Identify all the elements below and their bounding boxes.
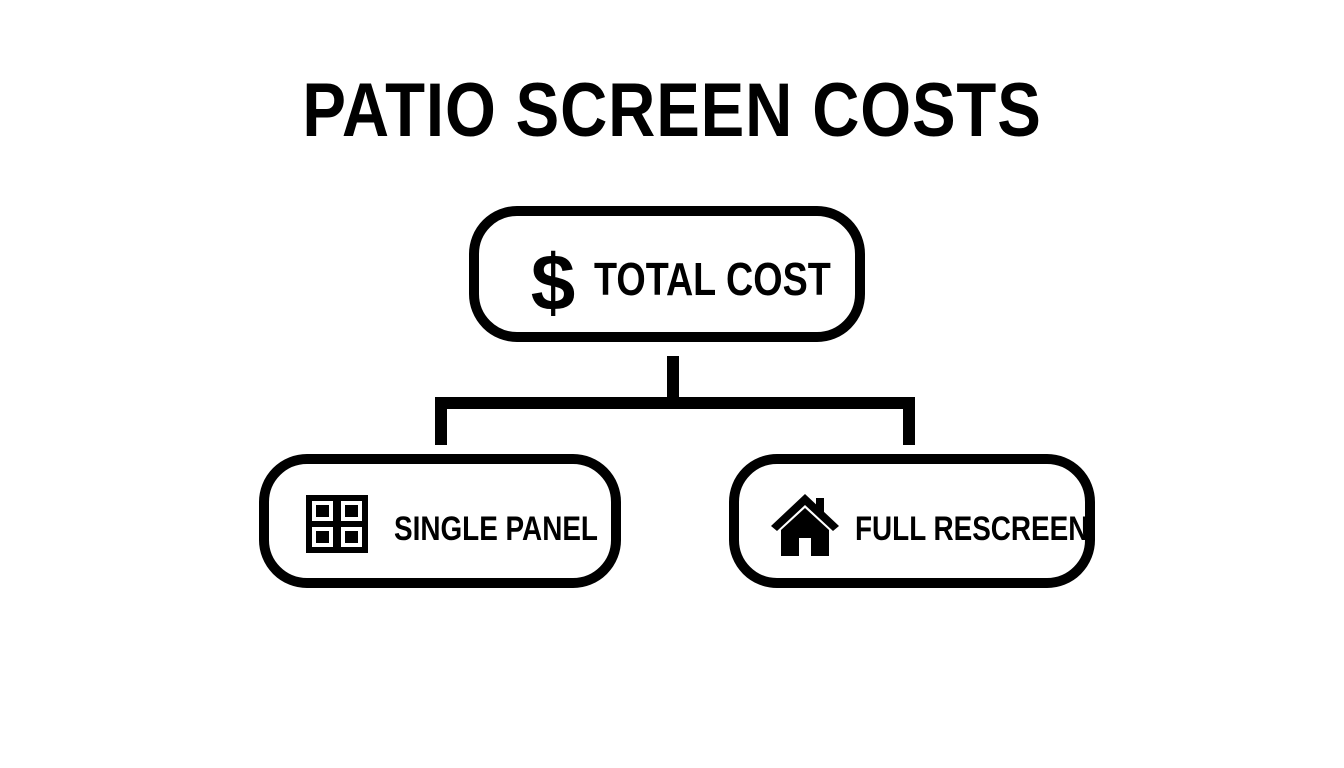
svg-text:$: $ <box>531 238 576 324</box>
full-rescreen-label: FULL RESCREEN <box>855 510 1089 548</box>
dollar-sign-icon: $ <box>523 234 583 327</box>
connector-branch <box>435 397 915 445</box>
page-title: PATIO SCREEN COSTS <box>302 68 1042 153</box>
total-cost-label: TOTAL COST <box>594 253 831 305</box>
single-panel-node: SINGLE PANEL <box>259 454 621 588</box>
window-icon <box>305 494 369 554</box>
total-cost-node: $ TOTAL COST <box>469 206 865 342</box>
single-panel-label: SINGLE PANEL <box>394 510 598 548</box>
house-icon <box>769 492 841 558</box>
full-rescreen-node: FULL RESCREEN <box>729 454 1095 588</box>
